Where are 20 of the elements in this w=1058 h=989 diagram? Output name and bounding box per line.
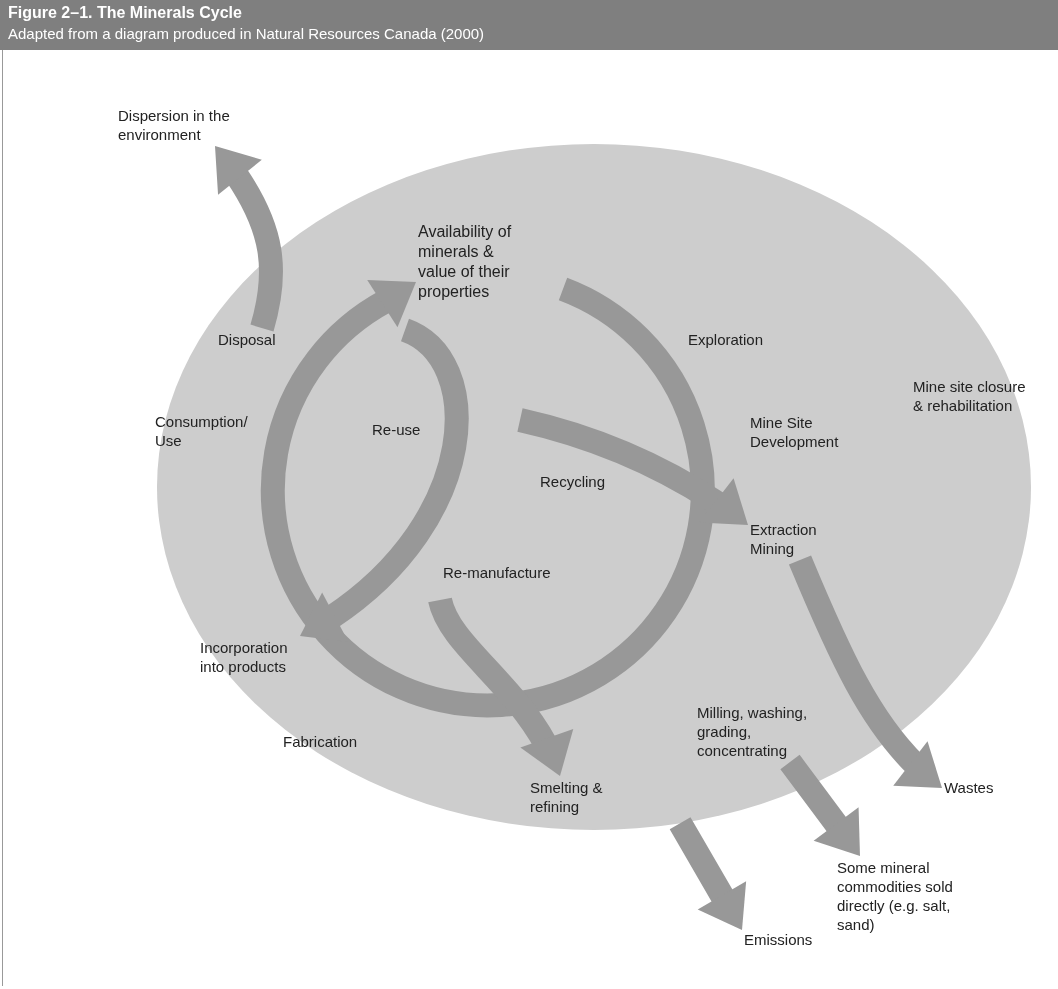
stage-label: Fabrication xyxy=(276,725,365,758)
edge-label: Recycling xyxy=(540,472,606,491)
stage-label: Extraction Mining xyxy=(743,513,847,565)
stage-label: Incorporation into products xyxy=(193,631,307,683)
stage-label: Smelting & refining xyxy=(523,771,627,823)
outcome-label: Emissions xyxy=(737,923,820,956)
note-text: Mine site closure & rehabilitation xyxy=(913,377,1027,415)
stage-label: Consumption/ Use xyxy=(148,405,262,457)
stage-label: Disposal xyxy=(211,323,283,356)
outcome-label: Some mineral commodities sold directly (e.g. salt, sand) xyxy=(830,851,979,941)
availability-label: Availability of minerals & value of their properties xyxy=(411,215,543,309)
edge-label: Re-use xyxy=(372,420,421,439)
stage-label: Mine Site Development xyxy=(743,406,867,458)
stage-label: Milling, washing, grading, concentrating xyxy=(690,696,834,767)
figure-caption: Adapted from a diagram produced in Natural Resources Canada (2000) xyxy=(8,25,485,42)
edge-label: Re-manufacture xyxy=(443,563,551,582)
figure-title: Figure 2–1. The Minerals Cycle xyxy=(8,4,242,22)
outcome-label: Wastes xyxy=(937,771,1001,804)
outcome-label: Dispersion in the environment xyxy=(111,99,265,151)
stage-label: Exploration xyxy=(681,323,771,356)
